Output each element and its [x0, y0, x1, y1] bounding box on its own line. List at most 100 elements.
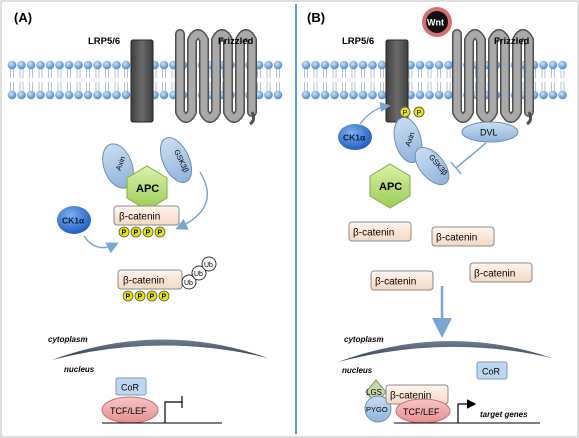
lipid-head — [339, 60, 349, 70]
lipid-head — [434, 90, 444, 100]
lipid-head — [64, 60, 74, 70]
lipid-head — [349, 90, 358, 100]
lipid-head — [330, 90, 339, 100]
active-promoter-b — [457, 399, 477, 423]
beta-catenin-free-1-label: β-catenin — [353, 228, 394, 239]
lipid-head — [264, 60, 273, 70]
nucleus-label-b: nucleus — [342, 366, 373, 375]
phosphate-label: P — [138, 294, 143, 301]
ck1a-label-b: CK1α — [343, 133, 366, 143]
lipid-head — [102, 60, 112, 70]
nucleus-label-a: nucleus — [64, 365, 95, 374]
lipid-head — [444, 90, 453, 100]
lipid-head — [93, 90, 102, 100]
beta-catenin-free-3-label: β-catenin — [375, 277, 416, 288]
lipid-head — [415, 60, 425, 70]
panel-b-label: (B) — [307, 10, 325, 25]
lipid-head — [74, 60, 83, 70]
phosphate-circle — [134, 290, 146, 302]
lipid-head — [368, 60, 377, 70]
lipid-head — [548, 60, 558, 70]
apc-label-b: APC — [379, 181, 402, 193]
lrp-label: LRP5/6 — [88, 36, 120, 47]
lipid-head — [339, 90, 349, 100]
beta-catenin-free-3 — [370, 270, 434, 291]
lipid-head — [311, 90, 320, 100]
phosphate-circle — [146, 290, 158, 302]
dvl-inhibition — [450, 142, 487, 175]
lipid-head — [311, 60, 320, 70]
phosphate-label: P — [134, 230, 139, 237]
axin-protein-b — [393, 117, 423, 163]
ubiquitin-3-label: Ub — [204, 262, 213, 269]
lipid-head — [301, 90, 311, 100]
ubiquitin-2 — [191, 265, 207, 281]
lrp-receptor — [130, 39, 154, 123]
lipid-head — [7, 90, 17, 100]
beta-catenin-box — [113, 205, 180, 226]
phosphate-circle — [122, 290, 134, 302]
ck1-arrow-b — [359, 101, 391, 125]
frizzled-receptor — [175, 29, 257, 126]
lipid-head — [102, 90, 112, 100]
lipid-head — [377, 60, 387, 70]
panel-a-label: (A) — [14, 10, 32, 25]
cytoplasm-label-b: cytoplasm — [344, 335, 384, 344]
lipid-head — [349, 60, 358, 70]
gsk3b-protein — [159, 137, 193, 183]
wnt-label: Wnt — [427, 18, 444, 28]
phosphate-circle — [154, 226, 166, 238]
curved-arrow-a-right — [175, 171, 209, 230]
phospho-lrp-1 — [399, 106, 411, 118]
ubiquitin-1 — [181, 274, 197, 290]
target-genes-label: target genes — [480, 410, 528, 419]
frizzled-label: Frizzled — [218, 36, 254, 47]
lipid-head — [45, 90, 55, 100]
blocked-promoter-a — [164, 396, 183, 423]
lipid-head — [558, 90, 567, 100]
lipid-head — [539, 90, 548, 100]
phosphate-label: P — [146, 230, 151, 237]
lipid-head — [444, 60, 453, 70]
lipid-head — [112, 90, 121, 100]
phospho-lrp-2 — [413, 106, 425, 118]
cytoplasm-label-a: cytoplasm — [48, 335, 88, 344]
frizzled-tail — [526, 111, 533, 126]
phosphate-label: P — [126, 294, 131, 301]
lipid-head — [121, 60, 131, 70]
panel-b: (B) Wnt LRP5/6 P P Frizzled CK1α Axin GS… — [301, 7, 567, 424]
tcf-lef-label-b: TCF/LEF — [403, 407, 440, 417]
beta-catenin-free-2-label: β-catenin — [436, 233, 477, 244]
apc-label: APC — [136, 183, 159, 195]
lgs-label: LGS — [366, 388, 382, 397]
nuclear-envelope-a — [52, 339, 268, 360]
lipid-head — [74, 90, 83, 100]
beta-catenin-label: β-catenin — [119, 212, 160, 223]
lipid-head — [301, 60, 311, 70]
lipid-head — [425, 90, 434, 100]
lipid-head — [264, 90, 273, 100]
pygo-protein — [364, 395, 392, 423]
phospho-lrp-1-label: P — [403, 110, 408, 117]
lipid-head — [45, 60, 55, 70]
lipid-head — [112, 60, 121, 70]
lipid-head — [377, 90, 387, 100]
panel-a: (A) LRP5/6 Frizzled Axin GSK3β APC β-cat… — [7, 10, 283, 424]
beta-catenin-free-1 — [348, 221, 412, 242]
lipid-head — [36, 60, 45, 70]
lipid-head — [434, 60, 444, 70]
lipid-head — [83, 90, 93, 100]
lipid-head — [273, 90, 283, 100]
lipid-head — [368, 90, 377, 100]
cor-box-a — [115, 377, 147, 396]
lipid-head — [320, 90, 330, 100]
phosphate-circle — [158, 290, 170, 302]
lrp-label-b: LRP5/6 — [342, 36, 374, 47]
frizzled-receptor-b — [452, 29, 534, 126]
lipid-head — [17, 90, 26, 100]
lipid-head — [358, 90, 368, 100]
